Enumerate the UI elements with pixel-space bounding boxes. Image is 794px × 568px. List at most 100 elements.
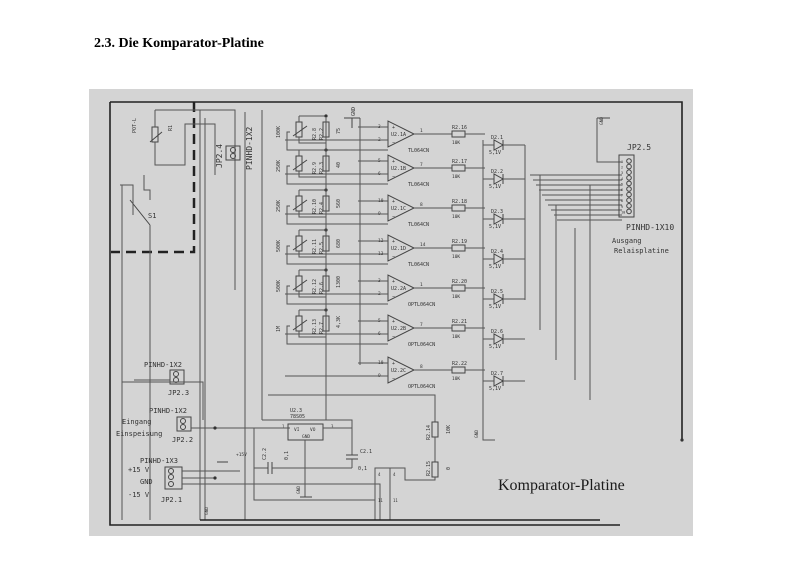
c22-label: C2.2 (262, 448, 268, 460)
opamp-label: U2.2B (391, 326, 406, 332)
resistor-label: R2.2 (319, 128, 325, 140)
diode-value: 5,1V (489, 150, 501, 156)
gnd-label: GND (296, 486, 302, 494)
potentiometer-wiper (292, 125, 308, 137)
jp24-label: JP2.4 (215, 144, 224, 168)
pot-label: POT-L (132, 118, 138, 133)
wire (596, 118, 622, 163)
jp25-pin (626, 169, 632, 175)
wire (253, 428, 375, 501)
resistor-label: R2.22 (452, 361, 467, 367)
wire (298, 211, 326, 218)
jp25-pin (626, 186, 632, 192)
jp25-pin-number: 2 (621, 166, 623, 170)
jp25-label: JP2.5 (627, 143, 651, 152)
zener-d2-6 (493, 333, 505, 345)
jp22-header (176, 416, 192, 432)
plus-sign: + (392, 319, 395, 325)
zener-d2-2 (493, 173, 505, 185)
pin-number: 1 (420, 128, 423, 134)
chip-label: OPTL064CN (408, 384, 435, 390)
r215-label: R2.15 (426, 461, 432, 476)
diode-value: 5,1V (489, 224, 501, 230)
jp25-pin-number: 4 (621, 177, 623, 181)
jp24-header (225, 145, 241, 161)
switch-label: S1 (148, 212, 156, 220)
wire (298, 331, 326, 338)
opamp-label: U2.1A (391, 132, 406, 138)
resistor-label: R2.4 (319, 202, 325, 214)
jp22-type: PINHD-1X2 (149, 407, 187, 415)
section-heading: 2.3. Die Komparator-Platine (94, 36, 264, 51)
wire (120, 184, 134, 215)
pot-label: R2.8 (312, 128, 318, 140)
resistor-label: R2.7 (319, 322, 325, 334)
pot-r2-12 (295, 275, 303, 292)
pin-number: 11 (393, 498, 398, 503)
jp25-pin-number: 9 (621, 205, 623, 209)
chip-label: OPTL064CN (408, 302, 435, 308)
resistor-value: 10K (452, 214, 460, 220)
output-resistor (451, 204, 466, 212)
wire (298, 291, 326, 298)
resistor-value: 75 (336, 128, 342, 134)
output-resistor (451, 130, 466, 138)
plus-sign: + (392, 125, 395, 131)
schematic-caption: Komparator-Platine (498, 477, 625, 494)
output-resistor (451, 324, 466, 332)
jp-pin (180, 424, 186, 430)
pot-r2-10 (295, 195, 303, 212)
potentiometer-wiper (292, 199, 308, 211)
gnd-label: GND (474, 430, 480, 438)
output-resistor (451, 284, 466, 292)
gnd-label: GND (599, 117, 605, 125)
jp25-pin (626, 191, 632, 198)
jp25-pin-number: 1 (621, 160, 623, 164)
minus-sign: − (392, 294, 395, 300)
minus-sign: − (392, 214, 395, 220)
wire (143, 175, 151, 200)
jp22-desc: Einspeisung (116, 430, 162, 438)
chip-label: TL064CN (408, 222, 429, 228)
jp21-pin-label: GND (140, 478, 153, 486)
jp25-type: PINHD-1X10 (626, 223, 674, 232)
diode-label: D2.3 (491, 209, 503, 215)
potentiometer-wiper (149, 131, 163, 143)
zener-d2-7 (493, 375, 505, 387)
jp-pin (230, 147, 236, 153)
jp-pin (168, 468, 174, 474)
jp25-pin-number: 8 (621, 199, 623, 203)
regulator-type: 78S05 (290, 414, 305, 420)
plus15-label: +15V (236, 452, 247, 458)
jp21-pin-label: +15 V (128, 466, 150, 474)
frame-outline (110, 101, 683, 440)
pot-label: R2.12 (312, 279, 318, 294)
wire (286, 325, 388, 345)
jp25-pin (626, 175, 632, 181)
resistor-label: R2.16 (452, 125, 467, 131)
jp25-pin (626, 208, 632, 215)
schematic-scan (89, 89, 693, 536)
jp21-type: PINHD-1X3 (140, 457, 178, 465)
jp23-label: JP2.3 (168, 389, 189, 397)
jp25-pin (626, 203, 632, 209)
pot-label: R2.11 (312, 239, 318, 254)
plus-sign: + (392, 199, 395, 205)
jp25-pin-number: 10 (621, 210, 625, 214)
chip-label: TL064CN (408, 182, 429, 188)
opamp-label: U2.2C (391, 368, 406, 374)
diode-label: D2.4 (491, 249, 503, 255)
diode-label: D2.1 (491, 135, 503, 141)
diode-value: 5,1V (489, 344, 501, 350)
plus-sign: + (392, 239, 395, 245)
resistor-label: R2.20 (452, 279, 467, 285)
pin-number: 8 (420, 202, 423, 208)
wire (268, 394, 436, 422)
wire (182, 483, 381, 520)
resistor-value: 10K (452, 254, 460, 260)
opamp-u2-1b (387, 154, 416, 182)
wire (374, 467, 436, 520)
opamp-label: U2.1B (391, 166, 406, 172)
resistor-label: R2.17 (452, 159, 467, 165)
